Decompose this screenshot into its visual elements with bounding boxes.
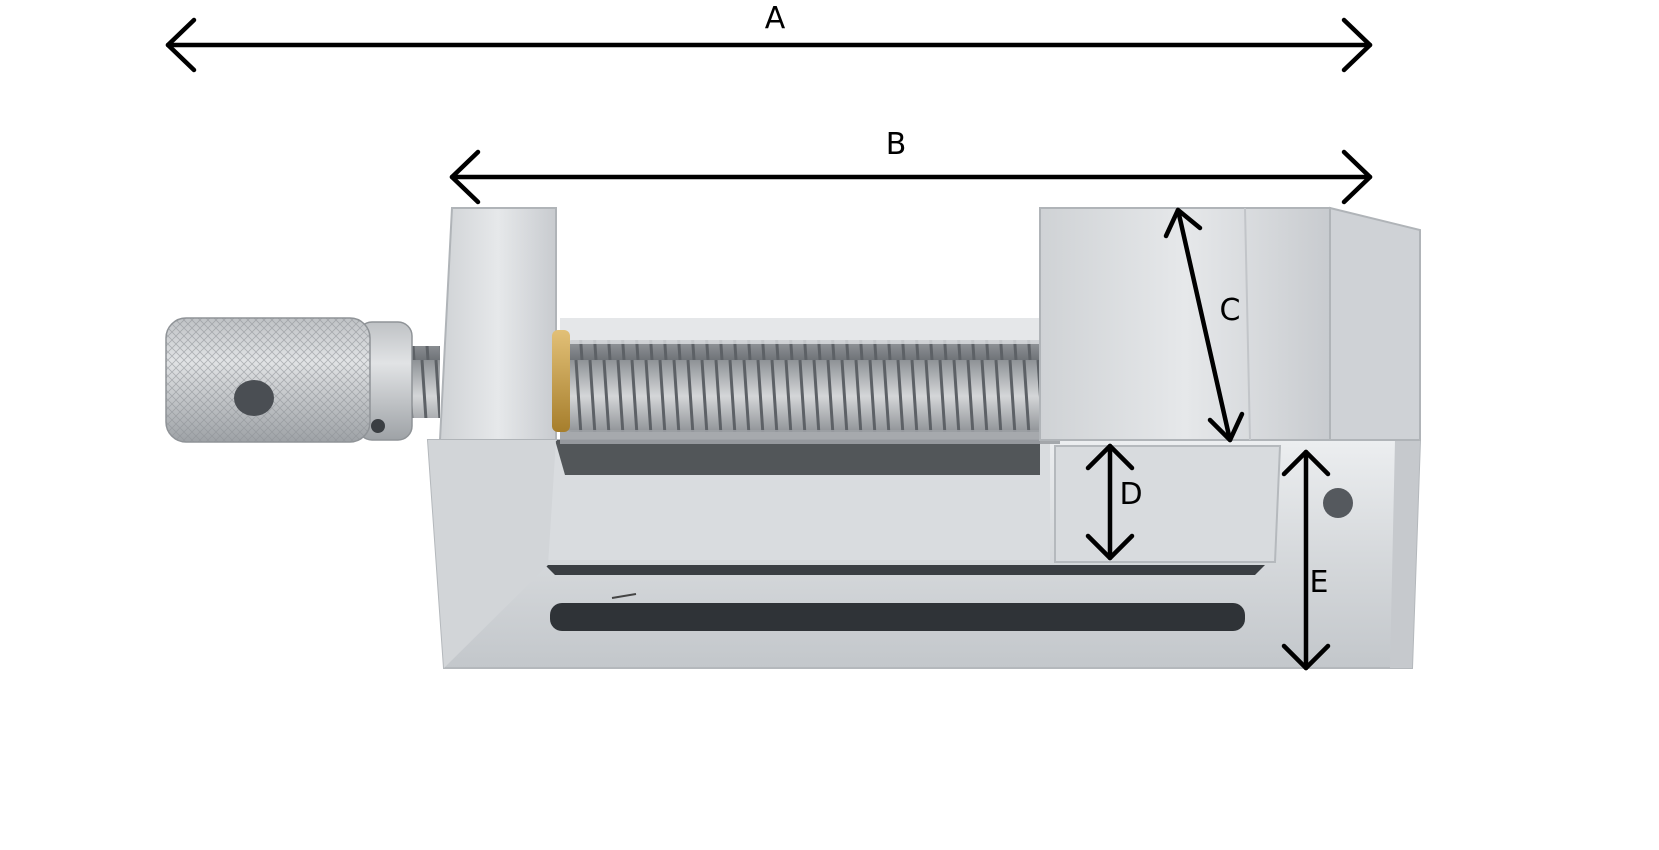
vise-fixed-jaw <box>438 207 557 441</box>
dimension-label-b: B <box>886 127 907 162</box>
dimension-arrow-c <box>1163 207 1245 443</box>
vise-rail-slot-upper <box>545 565 1265 575</box>
vise-channel-shadow <box>555 440 1040 475</box>
vise-lead-screw <box>566 340 1054 432</box>
vise-movable-jaw-block <box>1054 445 1282 563</box>
dimension-label-a: A <box>765 1 786 36</box>
dimension-arrows <box>165 17 1373 671</box>
dimension-label-d: D <box>1119 477 1142 512</box>
vise-knob-hole <box>234 380 274 416</box>
vise-side-hole <box>1323 488 1353 518</box>
dimension-arrow-d <box>1085 443 1135 561</box>
vise-illustration <box>165 206 1422 669</box>
vise-movable-jaw-side <box>1329 206 1421 441</box>
dimension-arrow-e <box>1281 449 1331 671</box>
dimension-arrow-a <box>165 17 1373 73</box>
vise-brass-nut <box>552 330 570 432</box>
vise-bottom-slot <box>550 603 1245 631</box>
dimension-label-e: E <box>1310 565 1329 600</box>
dimension-arrow-b <box>449 149 1373 205</box>
vise-fixed-jaw-lower <box>428 440 556 668</box>
dimension-label-c: C <box>1220 293 1241 328</box>
